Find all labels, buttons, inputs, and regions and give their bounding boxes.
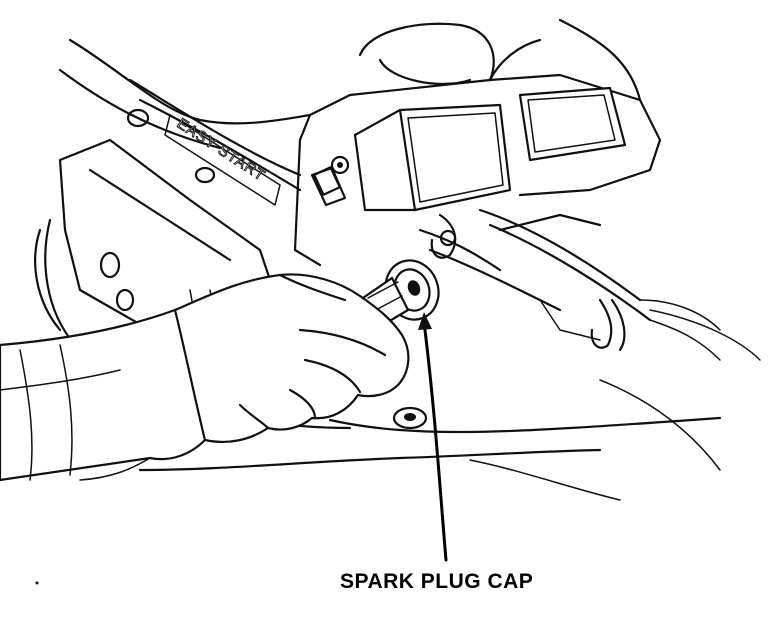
engine-shroud [58,18,662,267]
control-panel [353,86,627,212]
print-speck [35,581,39,585]
spark-plug [310,155,350,207]
gloved-hand [0,273,410,482]
throttle-linkage [418,208,721,361]
callout-leader [418,312,448,562]
starter-housing [34,78,302,347]
spark-plug-cap-label: SPARK PLUG CAP [340,570,534,593]
